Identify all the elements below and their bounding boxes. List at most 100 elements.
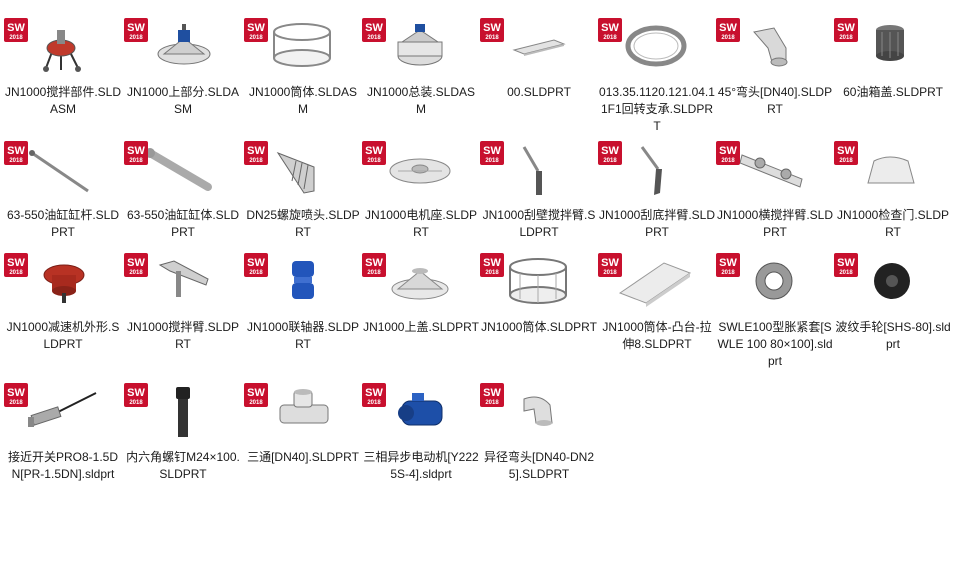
svg-text:SW: SW <box>601 257 619 269</box>
svg-text:SW: SW <box>601 22 619 34</box>
cylinder-assembly-thumbnail-icon <box>273 23 331 67</box>
svg-text:SW: SW <box>719 257 737 269</box>
cylinder-rod-thumbnail-icon <box>29 150 89 193</box>
svg-text:SW: SW <box>247 387 265 399</box>
file-name: 内六角螺钉M24×100.SLDPRT <box>126 450 240 481</box>
svg-text:2018: 2018 <box>603 35 617 41</box>
svg-text:2018: 2018 <box>129 270 143 276</box>
file-name: JN1000刮底拌臂.SLDPRT <box>598 208 716 239</box>
cylinder-part-thumbnail-icon <box>509 258 567 304</box>
svg-text:SW: SW <box>719 145 737 157</box>
svg-text:SW: SW <box>7 22 25 34</box>
svg-text:2018: 2018 <box>721 270 735 276</box>
bottom-scraper-arm-thumbnail-icon <box>640 146 662 195</box>
svg-text:SW: SW <box>601 145 619 157</box>
svg-text:2018: 2018 <box>9 158 23 164</box>
svg-text:2018: 2018 <box>603 158 617 164</box>
reducer-thumbnail-icon <box>43 264 85 303</box>
svg-text:2018: 2018 <box>129 400 143 406</box>
file-name: 60油箱盖.SLDPRT <box>843 85 943 99</box>
svg-text:SW: SW <box>837 257 855 269</box>
spiral-nozzle-thumbnail-icon <box>276 151 315 194</box>
svg-text:SW: SW <box>127 145 145 157</box>
svg-text:2018: 2018 <box>485 400 499 406</box>
svg-text:2018: 2018 <box>367 270 381 276</box>
file-name: JN1000电机座.SLDPRT <box>364 208 478 239</box>
motor-seat-thumbnail-icon <box>389 158 451 184</box>
file-name: JN1000联轴器.SLDPRT <box>246 320 360 351</box>
svg-text:SW: SW <box>483 257 501 269</box>
svg-text:SW: SW <box>127 257 145 269</box>
file-name: JN1000上盖.SLDPRT <box>363 320 479 334</box>
coupling-thumbnail-icon <box>292 261 314 299</box>
file-name: JN1000总装.SLDASM <box>366 85 476 116</box>
svg-text:SW: SW <box>365 387 383 399</box>
svg-text:SW: SW <box>7 387 25 399</box>
reducing-elbow-thumbnail-icon <box>523 396 553 426</box>
svg-text:SW: SW <box>837 145 855 157</box>
plate-part-thumbnail-icon <box>512 39 566 56</box>
svg-text:SW: SW <box>7 257 25 269</box>
svg-text:2018: 2018 <box>9 400 23 406</box>
upper-part-assembly-thumbnail-icon <box>157 24 211 65</box>
svg-text:2018: 2018 <box>249 35 263 41</box>
mixer-assembly-thumbnail-icon <box>43 30 81 72</box>
svg-text:2018: 2018 <box>249 158 263 164</box>
svg-text:SW: SW <box>483 145 501 157</box>
file-name: JN1000筒体.SLDASM <box>248 85 358 116</box>
file-name: JN1000刮壁搅拌臂.SLDPRT <box>482 208 596 239</box>
svg-text:SW: SW <box>365 22 383 34</box>
